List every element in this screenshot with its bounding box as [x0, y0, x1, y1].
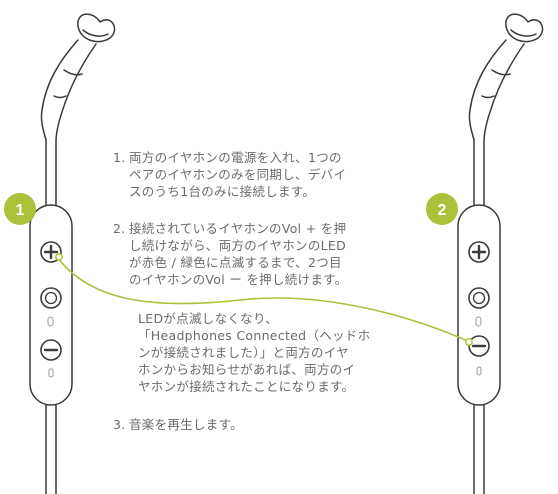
step-1-number: 1. [113, 150, 126, 165]
left-earphone [29, 13, 116, 494]
left-ear-tip-icon [77, 13, 116, 43]
right-earphone [457, 13, 544, 494]
right-minus-button [468, 335, 490, 357]
led-confirmation-note: LEDが点滅しなくなり、 「Headphones Connected（ヘッドホ … [138, 311, 371, 394]
right-plus-button [468, 241, 490, 263]
connection-line [57, 257, 471, 343]
left-minus-button [40, 339, 62, 361]
step-1: 1. 両方のイヤホンの電源を入れ、1つの ペアのイヤホンのみを同期し、デバイ ス… [113, 149, 346, 200]
right-remote [457, 204, 501, 406]
badge-2-label: 2 [438, 202, 447, 219]
left-power-button [40, 287, 62, 309]
left-mic [47, 316, 54, 327]
badge-1-label: 1 [16, 202, 25, 219]
right-led [476, 366, 482, 376]
step-2-text: 接続されているイヤホンのVol + を押 し続けながら、両方のイヤホンのLED … [129, 221, 348, 287]
step-3-number: 3. [113, 417, 126, 432]
right-ear-tip-icon [505, 13, 544, 43]
right-power-button [468, 287, 490, 309]
step-2-number: 2. [113, 221, 126, 236]
badge-2: 2 [426, 193, 458, 225]
step-3-text: 音楽を再生します。 [129, 417, 243, 432]
step-3: 3. 音楽を再生します。 [113, 416, 243, 433]
left-led [48, 368, 54, 378]
step-1-text: 両方のイヤホンの電源を入れ、1つの ペアのイヤホンのみを同期し、デバイ スのうち… [129, 150, 347, 199]
right-mic [475, 316, 482, 327]
left-remote [29, 204, 73, 406]
step-2: 2. 接続されているイヤホンのVol + を押 し続けながら、両方のイヤホンのL… [113, 220, 348, 288]
badge-1: 1 [4, 193, 36, 225]
right-connector-dot [465, 338, 473, 346]
left-connector-dot [55, 253, 63, 261]
